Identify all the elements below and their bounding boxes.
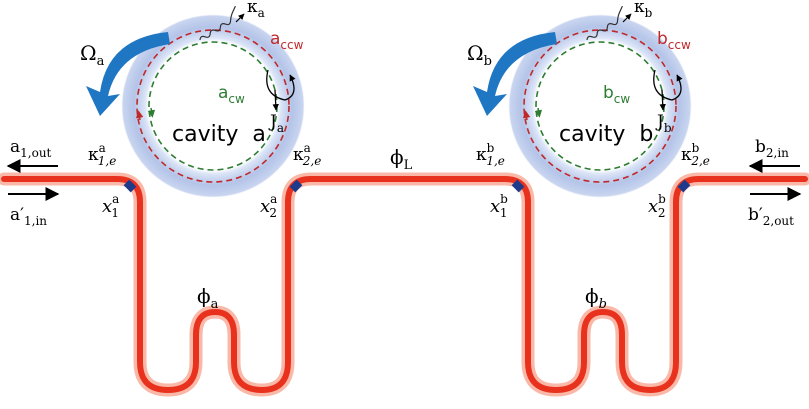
cavity-b-label: cavity b xyxy=(559,122,653,147)
coupling-label-a: Ja xyxy=(268,112,284,135)
waveguide-glow xyxy=(0,172,809,397)
phase-label-b: ϕb xyxy=(585,284,607,312)
ccw-direction-arrow-a xyxy=(135,110,144,121)
a1-out-label: a1,out xyxy=(10,137,52,160)
coupling-label-b: Jb xyxy=(655,112,672,135)
cw-label-b: bcw xyxy=(603,83,630,106)
cavity-b xyxy=(473,5,692,198)
ring-resonator-a xyxy=(121,14,305,198)
cavity-a xyxy=(86,5,305,198)
a1-in-label: a′1,in xyxy=(10,205,47,228)
coupling-arrow-b xyxy=(653,69,683,101)
cw-label-a: acw xyxy=(218,83,245,106)
coupler-x2-a xyxy=(289,179,303,193)
ccw-mode-path-a xyxy=(136,29,290,183)
ccw-direction-arrow-b xyxy=(522,110,531,121)
coupler-x1-b xyxy=(511,179,525,193)
rotation-label-b: Ωb xyxy=(467,41,492,69)
coupler-x2-b xyxy=(677,179,691,193)
cw-direction-arrow-b xyxy=(534,107,543,118)
coupler-x1-a xyxy=(123,179,137,193)
coupling-arrow-a xyxy=(266,69,296,101)
loss-label-b: κb xyxy=(634,0,653,20)
coupling-arrow-b-2 xyxy=(659,89,666,111)
phase-label-a: ϕa xyxy=(197,284,219,312)
loss-arrow-b xyxy=(622,13,632,23)
rotation-arrow-b xyxy=(473,32,557,116)
ring-resonator-b xyxy=(508,14,692,198)
loss-wave-a xyxy=(199,5,236,41)
b2-in-label: b2,in xyxy=(755,137,789,160)
loss-wave-b xyxy=(586,5,623,41)
rotation-arrow-a xyxy=(86,32,170,116)
port-arrows xyxy=(6,159,802,201)
phase-label-link: ϕL xyxy=(390,145,413,173)
ccw-label-b: bccw xyxy=(657,29,691,52)
loss-arrow-a xyxy=(235,13,245,23)
rotation-label-a: Ωa xyxy=(80,41,105,69)
loss-label-a: κa xyxy=(247,0,265,20)
b2-out-label: b′2,out xyxy=(748,205,794,228)
ccw-mode-path-b xyxy=(523,29,677,183)
ccw-label-a: accw xyxy=(270,29,304,52)
cw-direction-arrow-a xyxy=(147,107,156,118)
cavity-a-label: cavity a xyxy=(172,122,266,147)
waveguide xyxy=(1,176,808,393)
coupling-arrow-a-2 xyxy=(272,89,279,111)
